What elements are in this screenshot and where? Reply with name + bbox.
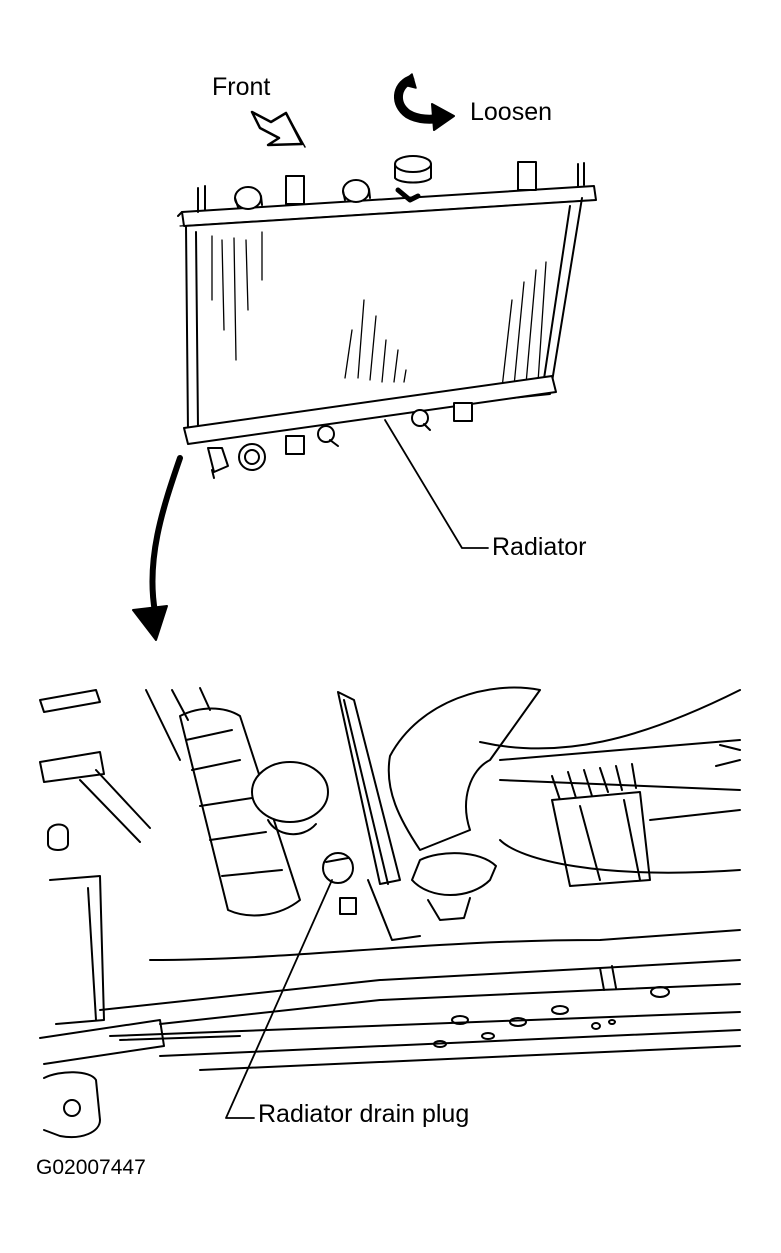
curved-arrow-icon	[132, 455, 183, 641]
loosen-label: Loosen	[470, 98, 553, 126]
radiator	[177, 155, 597, 549]
drain-plug-label: Radiator drain plug	[258, 1100, 470, 1128]
loosen-rotation-arrow-icon	[394, 73, 455, 131]
drain-plug-detail-view	[39, 686, 741, 1138]
figure-code: G02007447	[36, 1156, 146, 1179]
core-shading	[211, 231, 547, 389]
radiator-label: Radiator	[492, 533, 587, 561]
front-arrow-icon	[250, 110, 306, 148]
front-label: Front	[212, 73, 271, 101]
